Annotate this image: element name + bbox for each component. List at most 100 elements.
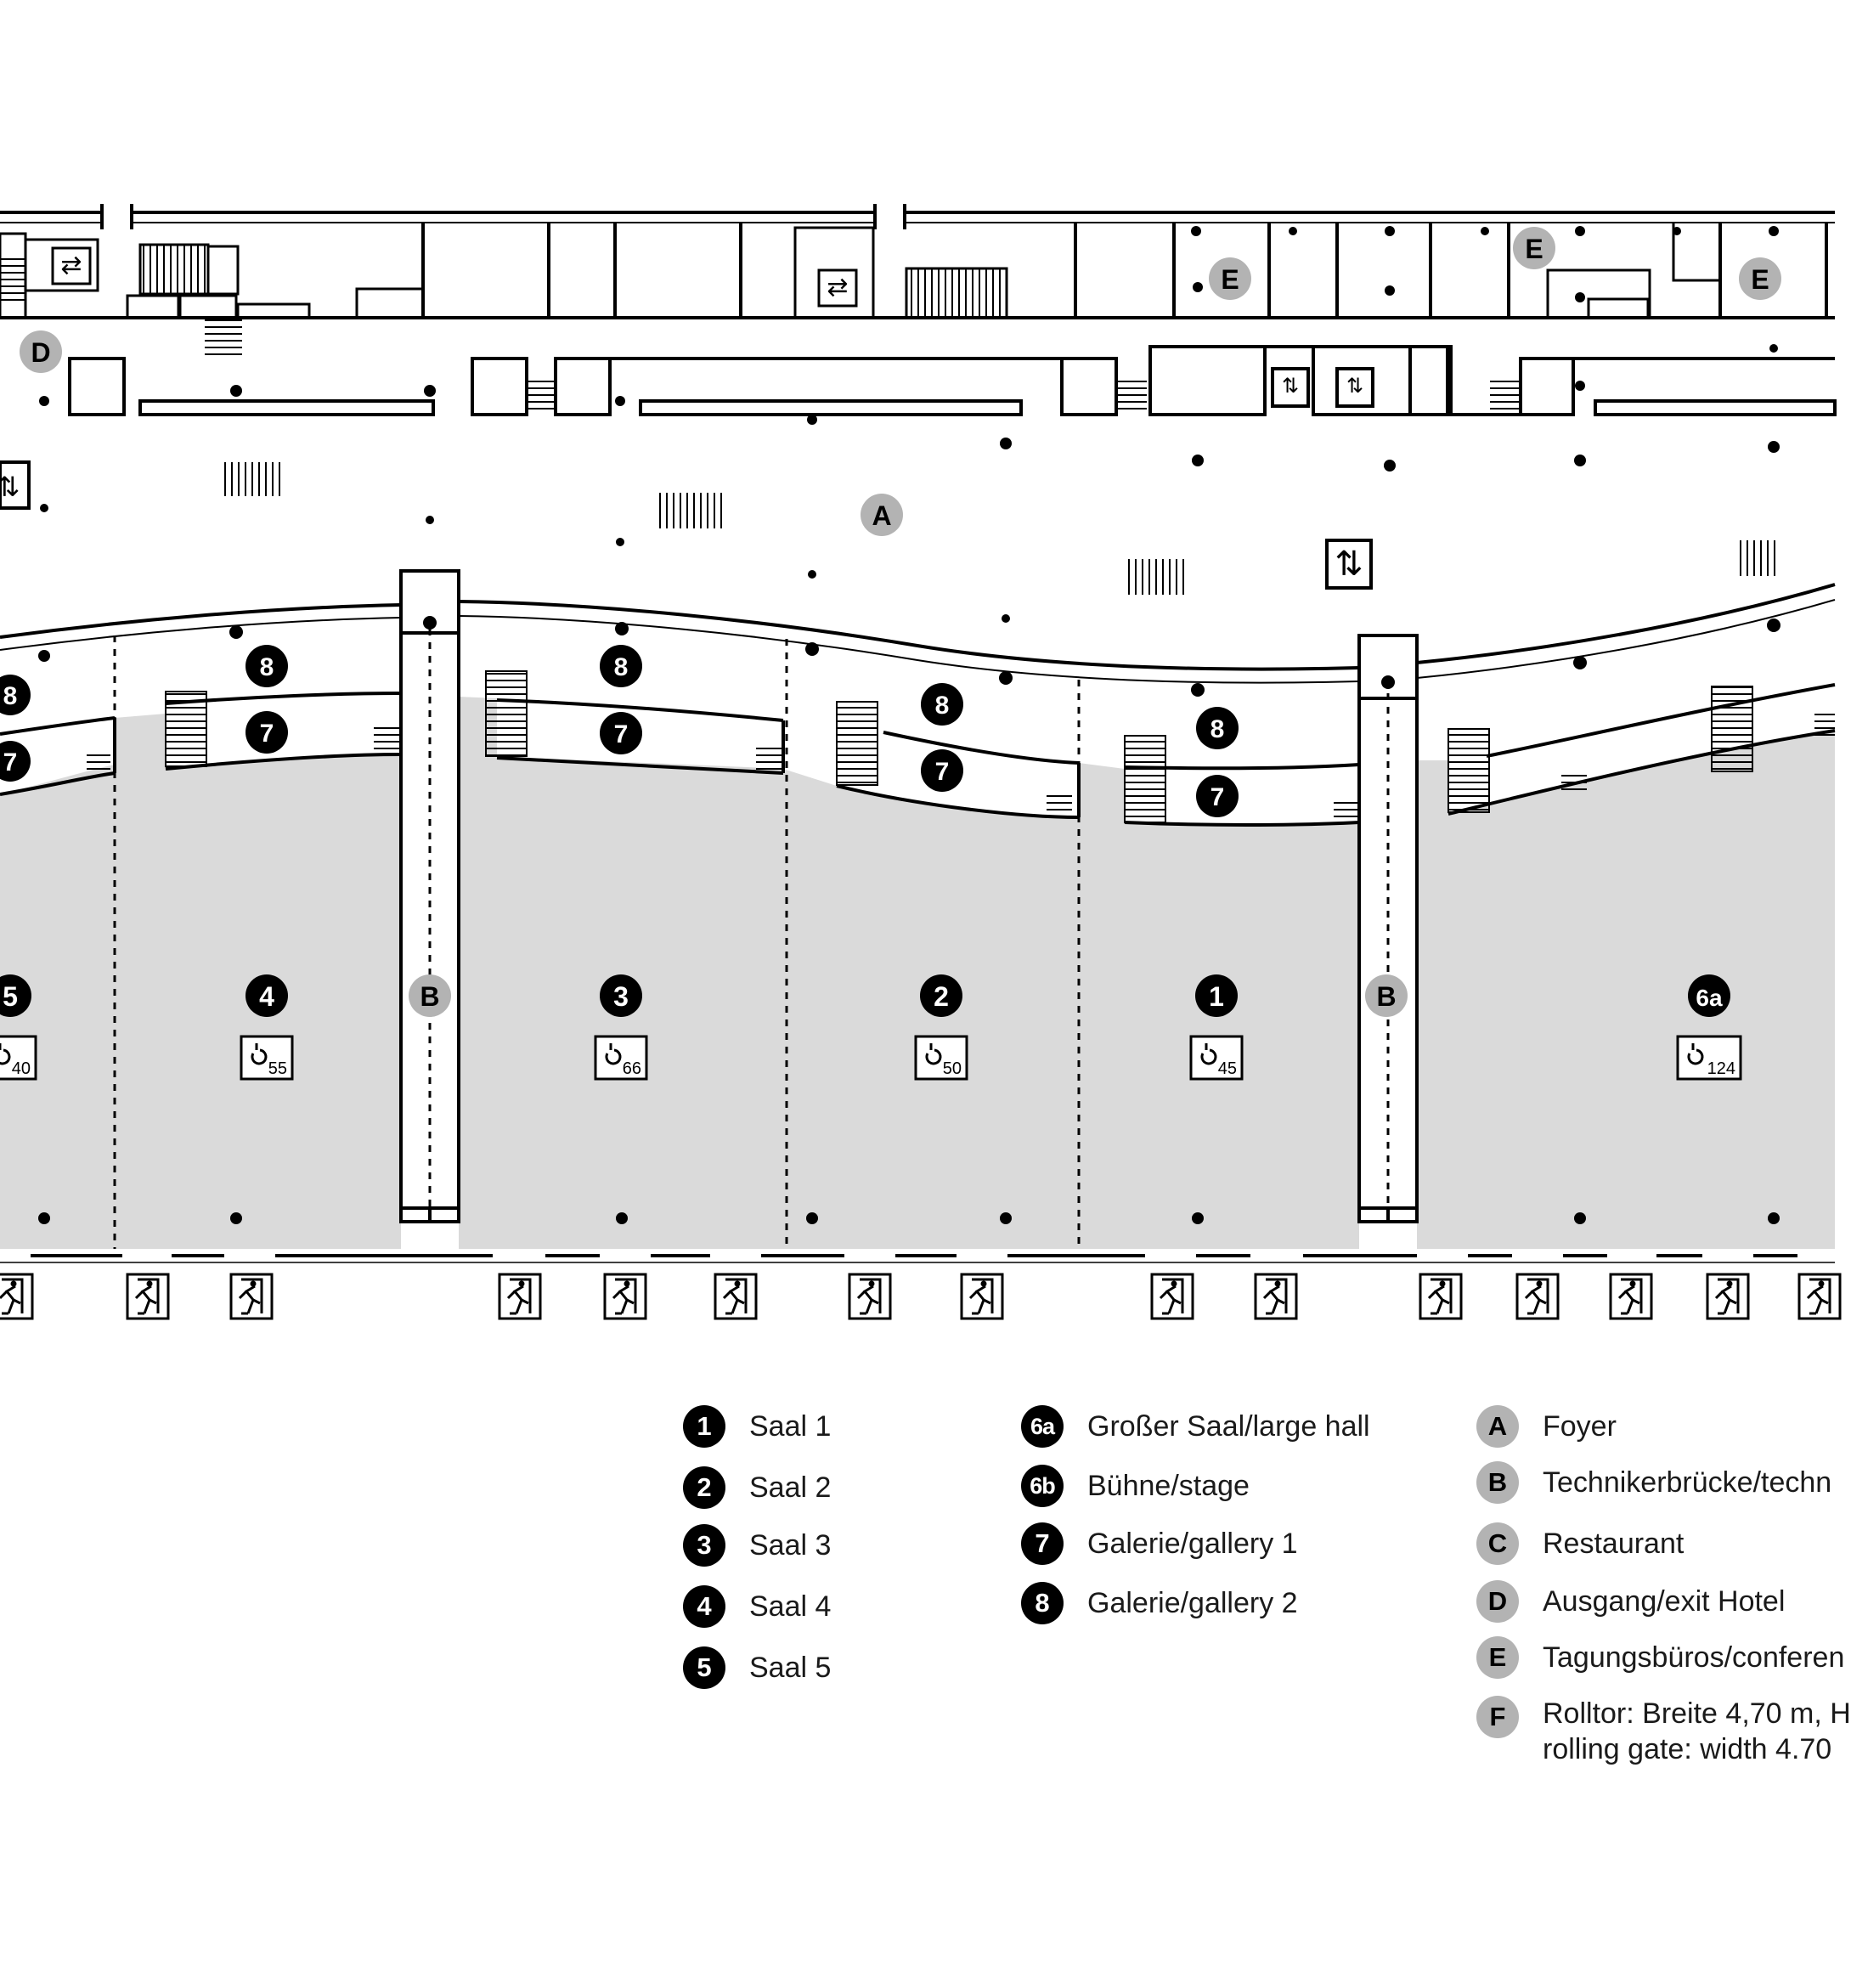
- hall-badge: [920, 974, 962, 1017]
- svg-text:7: 7: [614, 720, 629, 748]
- svg-text:8: 8: [614, 653, 629, 681]
- hall-4: 455: [240, 974, 294, 1081]
- hall-number: 3: [613, 981, 629, 1012]
- gallery-2-marker: 8: [600, 645, 642, 687]
- hall-number: 6a: [1696, 985, 1723, 1011]
- svg-text:⇄: ⇄: [60, 251, 82, 280]
- office-marker: E: [1209, 257, 1251, 300]
- crane-capacity: 40: [12, 1059, 31, 1078]
- emergency-exit-icon: [0, 1273, 34, 1320]
- hall-number: 5: [3, 981, 18, 1012]
- gallery-1-marker: 7: [600, 712, 642, 754]
- office-marker: E: [1739, 257, 1781, 300]
- svg-text:E: E: [1221, 264, 1239, 295]
- emergency-exit-icon: [126, 1273, 170, 1320]
- elevator-icon: ⇅ ⇅: [1271, 367, 1374, 408]
- crane-hook-icon: [0, 1035, 37, 1081]
- svg-text:B: B: [420, 981, 439, 1012]
- emergency-exit-icon: [1419, 1273, 1463, 1320]
- legend-item-restaurant: C Restaurant: [1476, 1522, 1684, 1565]
- crane-hook-glyph: [1200, 1043, 1217, 1065]
- hall-badge: [600, 974, 642, 1017]
- svg-text:⇅: ⇅: [0, 471, 20, 503]
- hall-1: 1 45: [1189, 974, 1244, 1081]
- emergency-exit-icon: [498, 1273, 542, 1320]
- svg-text:7: 7: [935, 758, 950, 786]
- svg-text:E: E: [1525, 234, 1543, 264]
- elevator-icon: ⇅ ⇅: [0, 460, 1373, 590]
- legend-item-large-hall: 6a Großer Saal/large hall: [1021, 1405, 1370, 1448]
- svg-text:D: D: [31, 337, 50, 368]
- hall-badge: [0, 974, 31, 1017]
- crane-capacity: 66: [623, 1059, 641, 1078]
- hall-number: 1: [1209, 981, 1224, 1012]
- gallery-1-marker: 7: [0, 741, 31, 782]
- emergency-exit-icon: [1515, 1273, 1560, 1320]
- bottom-wall: [0, 1254, 1835, 1263]
- elevator-icon: ⇄ ⇄: [51, 246, 858, 308]
- svg-text:E: E: [1751, 264, 1769, 295]
- rolling-gate-text-de: Rolltor: Breite 4,70 m, H: [1543, 1697, 1851, 1730]
- gallery-markers: 8 7 8 7 8 7 8 7 8 7: [0, 645, 1239, 817]
- rolling-gate-text-en: rolling gate: width 4.70: [1543, 1733, 1832, 1765]
- legend-item-gallery-2: 8 Galerie/gallery 2: [1021, 1582, 1298, 1624]
- hall-2: 2 50: [914, 974, 968, 1081]
- hall-number: 2: [934, 981, 949, 1012]
- crane-hook-glyph: [925, 1043, 942, 1065]
- legend-item-gallery-1: 7 Galerie/gallery 1: [1021, 1522, 1298, 1565]
- bridge-marker: B: [409, 974, 451, 1017]
- hall-3: 3 66: [594, 974, 648, 1081]
- gallery-1-marker: 7: [245, 711, 288, 754]
- bridge-centerline: [428, 629, 1390, 1222]
- svg-text:8: 8: [260, 653, 274, 681]
- gallery-2-marker: 8: [921, 683, 963, 726]
- legend-item-conference-offices: E Tagungsbüros/conferen: [1476, 1636, 1844, 1679]
- column-dot-icon: [38, 226, 1780, 1224]
- emergency-exit-icon: [1609, 1273, 1653, 1320]
- hall-dividers: [113, 635, 1081, 1249]
- gallery-1-marker: 7: [921, 749, 963, 792]
- legend-item-saal-4: 4 Saal 4: [683, 1585, 831, 1628]
- legend-item-rolling-gate: F Rolltor: Breite 4,70 m, H rolling gate…: [1476, 1696, 1851, 1767]
- emergency-exit-icon: [1150, 1273, 1194, 1320]
- hall-badge: [1195, 974, 1238, 1017]
- crane-capacity: 55: [268, 1059, 287, 1078]
- crane-capacity: 45: [1218, 1059, 1237, 1078]
- hall-5: 5 40: [0, 974, 37, 1081]
- service-row: [68, 345, 1837, 416]
- hall-areas: [0, 697, 1835, 1249]
- legend-item-foyer: A Foyer: [1476, 1405, 1617, 1448]
- legend-item-saal-3: 3 Saal 3: [683, 1524, 831, 1567]
- gallery-bands: [0, 583, 1836, 827]
- hall-badge: [1688, 974, 1730, 1017]
- svg-text:B: B: [1376, 981, 1396, 1012]
- crane-hook-glyph: [251, 1043, 268, 1065]
- crane-capacity: 124: [1707, 1059, 1735, 1078]
- svg-text:⇅: ⇅: [1282, 374, 1299, 398]
- hall-labels: 5 40 455 3 66 2 50 1 45 6a 124: [0, 974, 1742, 1081]
- svg-text:7: 7: [1210, 783, 1225, 811]
- foyer-marker: A: [861, 494, 903, 536]
- svg-text:8: 8: [935, 692, 950, 720]
- technician-bridge: [399, 569, 1419, 1223]
- stairs-icon: [87, 670, 1835, 823]
- crane-hook-glyph: [1687, 1043, 1704, 1065]
- crane-hook-glyph: [605, 1043, 622, 1065]
- gallery-2-marker: 8: [0, 675, 31, 715]
- escalator-icon: [223, 462, 1780, 595]
- hall-badge: [245, 974, 288, 1017]
- crane-hook-glyph: [0, 1043, 11, 1065]
- emergency-exit-icon: [1706, 1273, 1750, 1320]
- legend-item-saal-2: 2 Saal 2: [683, 1466, 831, 1509]
- bridge-ends: [401, 631, 1417, 1222]
- hotel-exit-marker: D: [20, 330, 62, 373]
- svg-text:7: 7: [260, 720, 274, 748]
- legend-item-stage: 6b Bühne/stage: [1021, 1465, 1250, 1507]
- legend-item-technician-bridge: B Technikerbrücke/techn: [1476, 1461, 1831, 1504]
- svg-text:⇅: ⇅: [1335, 545, 1363, 584]
- crane-capacity: 50: [943, 1059, 962, 1078]
- emergency-exit-icon: [1797, 1273, 1842, 1320]
- gallery-2-marker: 8: [1196, 707, 1239, 749]
